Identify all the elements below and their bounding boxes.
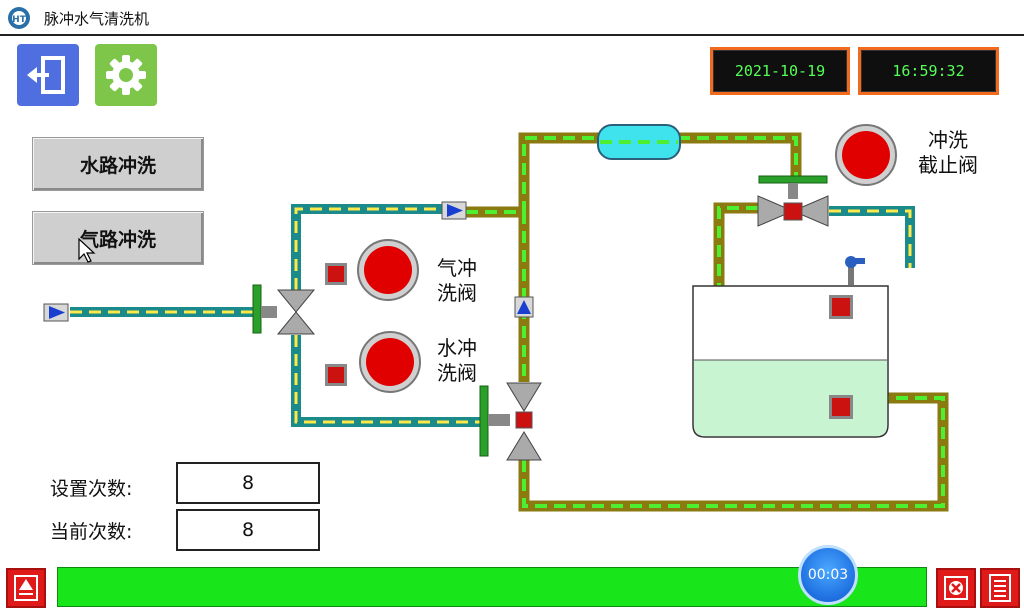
settings-button[interactable] xyxy=(95,44,157,106)
exit-icon xyxy=(27,56,65,94)
date-display: 2021-10-19 xyxy=(710,47,850,95)
timer-badge: 00:03 xyxy=(798,545,858,605)
level-sensor-icon xyxy=(845,256,865,285)
water-flush-button[interactable]: 水路冲洗 xyxy=(32,137,204,191)
time-display: 16:59:32 xyxy=(858,47,999,95)
up-flow-arrow-icon xyxy=(514,296,534,318)
document-list-icon xyxy=(989,574,1011,602)
exit-button[interactable] xyxy=(17,44,79,106)
gear-icon xyxy=(106,55,146,95)
date-value: 2021-10-19 xyxy=(713,50,847,92)
air-flow-arrow-icon xyxy=(441,201,467,220)
inlet-arrow-icon xyxy=(43,303,69,322)
current-count-label: 当前次数: xyxy=(50,521,133,543)
window-title: 脉冲水气清洗机 xyxy=(44,10,150,28)
stop-button[interactable] xyxy=(936,568,976,608)
set-count-label: 设置次数: xyxy=(50,478,133,500)
time-value: 16:59:32 xyxy=(861,50,996,92)
water-valve-lamp xyxy=(359,331,421,393)
air-valve-label-line1: 气冲 xyxy=(437,256,477,280)
water-valve-label-line1: 水冲 xyxy=(437,336,477,360)
water-valve-label: 水冲 洗阀 xyxy=(437,336,477,386)
title-bar: HT 脉冲水气清洗机 xyxy=(0,0,1024,36)
progress-bar xyxy=(57,567,927,607)
air-valve-label-line2: 洗阀 xyxy=(437,281,477,305)
log-button[interactable] xyxy=(980,568,1020,608)
svg-text:HT: HT xyxy=(12,15,27,25)
current-count-value: 8 xyxy=(176,509,320,551)
inlet-gate-valve-icon xyxy=(252,284,316,335)
app-logo-icon: HT xyxy=(8,7,30,29)
shutoff-valve-label-line1: 冲洗 xyxy=(928,128,968,152)
water-valve-label-line2: 洗阀 xyxy=(437,361,477,385)
water-tank xyxy=(692,285,889,438)
stop-icon xyxy=(944,576,968,600)
air-valve-lamp xyxy=(357,239,419,301)
shutoff-valve-label-line2: 截止阀 xyxy=(918,153,978,177)
set-count-input[interactable]: 8 xyxy=(176,462,320,504)
shutoff-valve-label: 冲洗 截止阀 xyxy=(918,128,978,178)
alarm-button[interactable] xyxy=(6,568,46,608)
air-valve-label: 气冲 洗阀 xyxy=(437,256,477,306)
shutoff-valve-lamp xyxy=(835,124,897,186)
water-control-valve-icon xyxy=(479,382,542,461)
mouse-cursor-icon xyxy=(78,238,96,263)
shutoff-valve-icon xyxy=(757,175,829,227)
alarm-icon xyxy=(14,575,38,601)
air-pipe-network xyxy=(70,204,915,427)
air-flush-button[interactable]: 气路冲洗 xyxy=(32,211,204,265)
